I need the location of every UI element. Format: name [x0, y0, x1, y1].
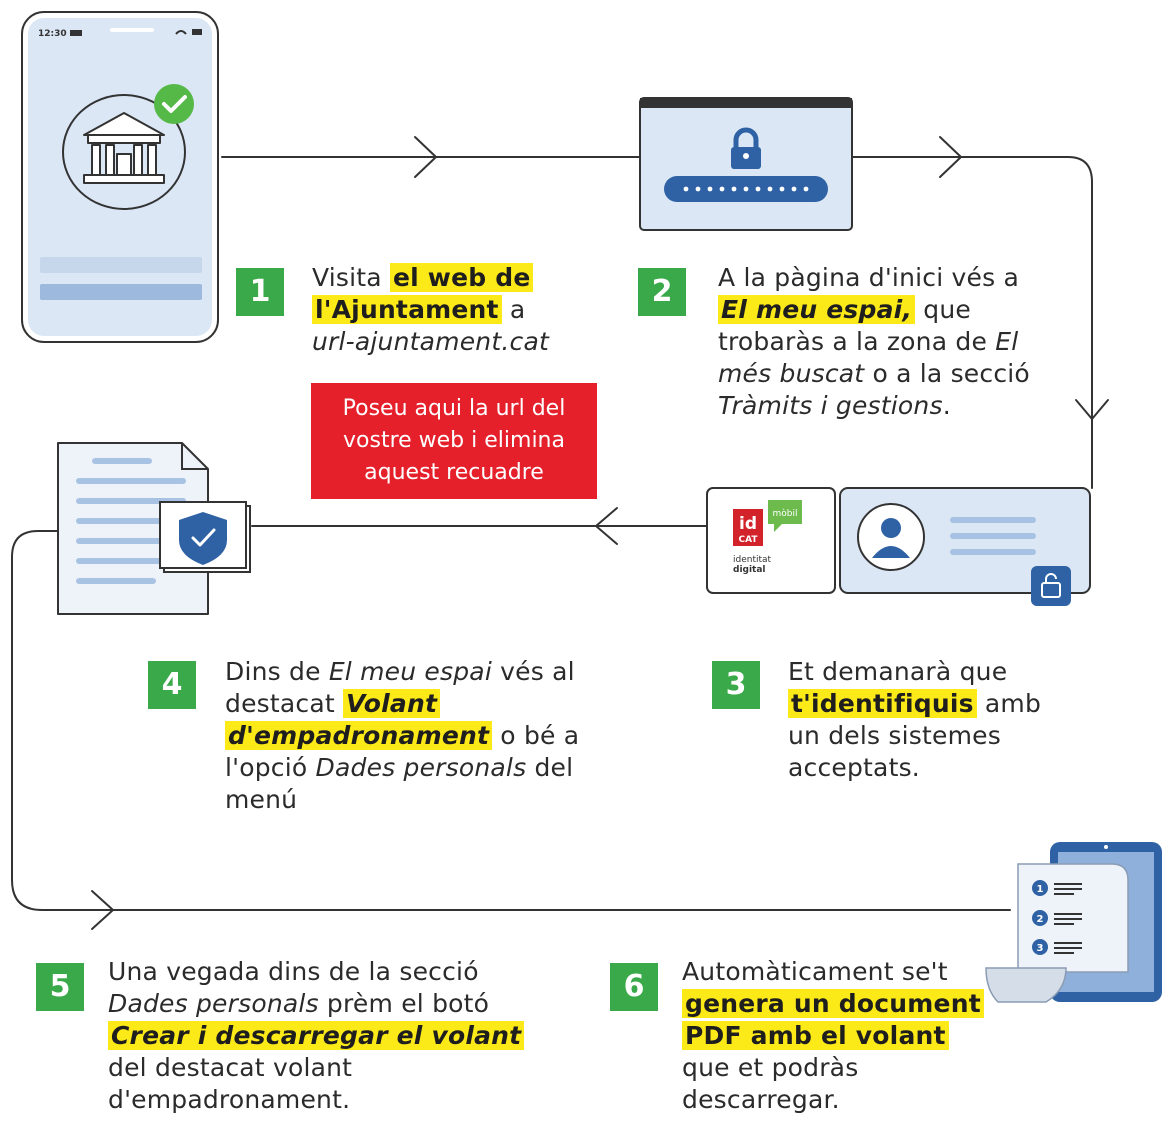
svg-text:1: 1	[1037, 884, 1044, 895]
step-2-text: A la pàgina d'inici vés a El meu espai, …	[718, 263, 1030, 420]
idcat-logo-sub: CAT	[738, 535, 758, 545]
lock-icon	[731, 127, 761, 169]
step-3-badge: 3	[712, 661, 760, 709]
unlock-icon	[1031, 566, 1071, 606]
svg-text:3: 3	[1037, 943, 1044, 954]
step-5-highlight: Crear i descarregar el volant	[108, 1021, 525, 1050]
document-illustration	[57, 442, 251, 615]
numbered-list-icon: 1 2 3	[1032, 880, 1082, 955]
idcat-caption-1: identitat	[733, 555, 772, 565]
step-5-badge: 5	[36, 963, 84, 1011]
phone-time: 12:30	[38, 29, 67, 39]
arrow-down	[1075, 399, 1109, 420]
step-6-text: Automàticament se't genera un document P…	[682, 956, 992, 1116]
arrow-right-2	[939, 136, 962, 178]
wifi-icon	[175, 30, 187, 35]
tablet-illustration: 1 2 3	[985, 842, 1162, 1003]
step-1-badge: 1	[236, 268, 284, 316]
step-5-text: Una vegada dins de la secció Dades perso…	[108, 956, 528, 1116]
town-hall-icon	[83, 112, 165, 184]
idcat-logo	[733, 509, 763, 546]
step-4-text: Dins de El meu espai vés al destacat Vol…	[225, 657, 580, 814]
placeholder-note: Poseu aqui la url del vostre web i elimi…	[311, 383, 597, 499]
svg-text:2: 2	[1037, 914, 1044, 925]
step-3-text: Et demanarà que t'identifiquis amb un de…	[788, 657, 1042, 782]
check-icon	[154, 84, 194, 124]
phone-illustration: 12:30	[21, 11, 219, 343]
step-2-highlight: El meu espai,	[718, 295, 916, 324]
step-6-badge: 6	[610, 963, 658, 1011]
login-window-illustration	[639, 97, 853, 231]
bubble-text: mòbil	[773, 508, 798, 519]
idcat-logo-text: id	[739, 514, 757, 534]
step-2-badge: 2	[638, 268, 686, 316]
identity-card-illustration: id CAT mòbil identitat digital	[706, 487, 1091, 606]
password-dots	[683, 186, 809, 192]
step-1-url: url-ajuntament.cat	[312, 327, 549, 356]
shield-icon	[179, 512, 227, 565]
battery-icon	[192, 29, 202, 35]
arrow-right-3	[91, 890, 114, 930]
step-4-badge: 4	[148, 661, 196, 709]
step-6-highlight: genera un document PDF amb el volant	[682, 989, 984, 1050]
flow-arrows	[91, 136, 1109, 930]
arrow-left	[595, 507, 618, 545]
arrow-right-1	[414, 136, 437, 178]
speech-bubble-icon	[768, 500, 802, 524]
idcat-caption-2: digital	[733, 565, 766, 575]
step-3-highlight: t'identifiquis	[788, 689, 977, 718]
flow-connector	[11, 156, 1093, 911]
signal-icon	[70, 30, 82, 36]
